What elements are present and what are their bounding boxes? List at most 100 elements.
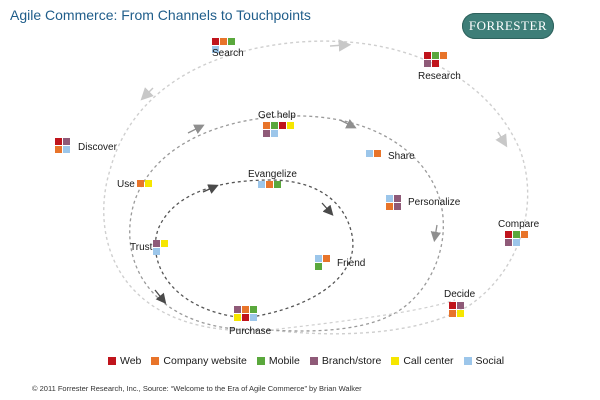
channel-square xyxy=(513,239,520,246)
channel-square xyxy=(137,180,144,187)
logo-text: FORRESTER xyxy=(468,18,548,33)
outer-arrow-search xyxy=(329,39,352,52)
legend-label-call-center: Call center xyxy=(403,355,454,367)
channel-square xyxy=(386,195,393,202)
node-label-research: Research xyxy=(418,71,461,82)
inner-loop-path xyxy=(154,179,354,319)
channel-square xyxy=(145,180,152,187)
channel-square xyxy=(55,146,62,153)
channel-square xyxy=(287,122,294,129)
channel-square xyxy=(161,240,168,247)
channel-square xyxy=(274,181,281,188)
channel-square xyxy=(266,181,273,188)
channel-square xyxy=(63,138,70,145)
channel-square xyxy=(394,203,401,210)
legend-label-company-website: Company website xyxy=(163,355,247,367)
node-label-use: Use xyxy=(117,179,135,190)
legend-swatch-web xyxy=(108,357,116,365)
node-label-share: Share xyxy=(388,151,415,162)
channel-square xyxy=(212,38,219,45)
legend-swatch-mobile xyxy=(256,357,265,365)
channel-square xyxy=(220,38,227,45)
legend-label-branch-store: Branch/store xyxy=(321,355,382,367)
legend-label-social: Social xyxy=(475,355,505,367)
channel-square xyxy=(250,314,257,321)
channel-square xyxy=(457,310,464,317)
channel-square xyxy=(212,46,219,53)
node-label-compare: Compare xyxy=(498,219,540,230)
node-label-trust: Trust xyxy=(130,242,153,253)
outer-arrow-discover xyxy=(140,87,154,101)
node-label-evangelize: Evangelize xyxy=(248,169,297,180)
node-label-personalize: Personalize xyxy=(408,197,461,208)
forrester-logo: FORRESTER xyxy=(462,13,554,39)
channel-square xyxy=(457,302,464,309)
channel-square xyxy=(242,314,249,321)
channel-square xyxy=(432,60,439,67)
channel-square xyxy=(271,130,278,137)
channel-square xyxy=(440,52,447,59)
inner-arrow-evangelize xyxy=(202,184,219,194)
node-label-decide: Decide xyxy=(444,289,476,300)
channel-square xyxy=(55,138,62,145)
page-title: Agile Commerce: From Channels to Touchpo… xyxy=(10,7,311,23)
channel-square xyxy=(513,231,520,238)
legend-swatch-branch-store xyxy=(309,357,318,365)
channel-square xyxy=(279,122,286,129)
node-label-purchase: Purchase xyxy=(229,326,272,337)
channel-square xyxy=(234,314,241,321)
channel-square xyxy=(234,306,241,313)
channel-square xyxy=(505,239,512,246)
channel-square xyxy=(153,240,160,247)
node-label-discover: Discover xyxy=(78,142,117,153)
outer-loop-path xyxy=(103,40,529,335)
channel-square xyxy=(374,150,381,157)
middle-arrow-personalize xyxy=(430,224,441,243)
channel-square xyxy=(315,263,322,270)
legend-item-mobile: Mobile xyxy=(256,355,300,367)
channel-square xyxy=(424,60,431,67)
inner-arrow-friend xyxy=(321,202,334,216)
channel-square xyxy=(153,248,160,255)
node-label-search: Search xyxy=(212,48,244,59)
channel-square xyxy=(250,306,257,313)
channel-square xyxy=(63,146,70,153)
channel-square xyxy=(386,203,393,210)
legend: Web Company website Mobile Branch/store … xyxy=(108,355,504,367)
channel-square xyxy=(315,255,322,262)
channel-square xyxy=(449,302,456,309)
channel-square xyxy=(228,38,235,45)
middle-arrow-share xyxy=(339,119,357,129)
legend-item-web: Web xyxy=(108,355,141,367)
channel-square xyxy=(242,306,249,313)
channel-square xyxy=(323,255,330,262)
channel-square xyxy=(394,195,401,202)
legend-swatch-call-center xyxy=(391,357,400,365)
purchase-to-decide-line xyxy=(269,299,456,331)
channel-square xyxy=(271,122,278,129)
legend-label-mobile: Mobile xyxy=(268,355,300,367)
footer-copyright: © 2011 Forrester Research, Inc., Source:… xyxy=(32,384,362,393)
legend-item-branch-store: Branch/store xyxy=(309,355,382,367)
legend-item-social: Social xyxy=(463,355,505,367)
channel-square xyxy=(424,52,431,59)
channel-square xyxy=(505,231,512,238)
outer-arrow-compare xyxy=(495,131,508,148)
middle-loop-path xyxy=(129,115,444,332)
node-label-get-help: Get help xyxy=(258,110,296,121)
legend-item-company-website: Company website xyxy=(151,355,247,367)
legend-swatch-company-website xyxy=(151,357,160,365)
inner-arrow-purchase xyxy=(154,289,167,305)
channel-square xyxy=(521,231,528,238)
channel-square xyxy=(432,52,439,59)
legend-item-call-center: Call center xyxy=(391,355,454,367)
channel-square xyxy=(449,310,456,317)
channel-square xyxy=(263,122,270,129)
channel-square xyxy=(366,150,373,157)
channel-square xyxy=(258,181,265,188)
legend-swatch-social xyxy=(463,357,472,365)
node-label-friend: Friend xyxy=(337,258,366,269)
middle-arrow-gethelp xyxy=(187,124,205,134)
channel-square xyxy=(263,130,270,137)
